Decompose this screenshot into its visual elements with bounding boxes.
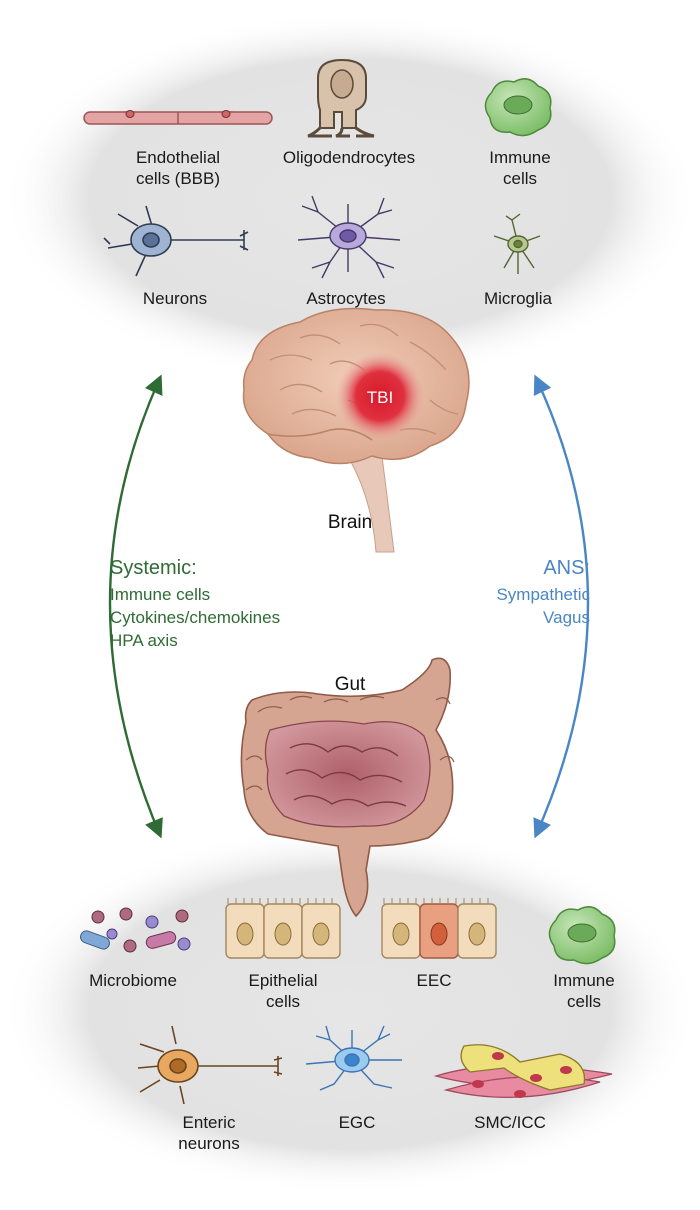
microbiome-label: Microbiome xyxy=(89,971,177,990)
brain-label: Brain xyxy=(328,512,372,533)
immune-cell-icon xyxy=(548,906,616,965)
oligodendrocyte-icon xyxy=(307,58,375,138)
endothelial-cell-icon xyxy=(83,110,273,125)
microglia-label: Microglia xyxy=(484,289,553,308)
smc-icc-label: SMC/ICC xyxy=(474,1113,546,1132)
systemic-item: Immune cells xyxy=(110,585,210,604)
immune-cell-icon xyxy=(484,78,552,137)
smc-icc-icon xyxy=(433,1044,613,1098)
microbiome-icon xyxy=(80,907,191,953)
oligodendrocytes-label: Oligodendrocytes xyxy=(283,148,415,167)
microglia-icon xyxy=(493,213,541,274)
tbi-label: TBI xyxy=(367,388,393,407)
eec-icon xyxy=(381,898,497,959)
ans-item: Vagus xyxy=(543,608,590,627)
eec-label: EEC xyxy=(417,971,452,990)
neurons-label: Neurons xyxy=(143,289,207,308)
epithelial-cells-icon xyxy=(225,898,341,959)
neuron-icon xyxy=(103,205,249,277)
enteric-neuron-icon xyxy=(137,1025,283,1105)
ans-heading: ANS: xyxy=(543,557,590,579)
astrocyte-icon xyxy=(297,195,401,279)
systemic-item: HPA axis xyxy=(110,631,178,650)
systemic-item: Cytokines/chemokines xyxy=(110,608,280,627)
gut-illustration xyxy=(240,657,455,918)
egc-icon xyxy=(305,1025,402,1091)
ans-item: Sympathetic xyxy=(496,585,590,604)
ans-arrow xyxy=(533,374,590,839)
brain-illustration xyxy=(242,307,470,553)
systemic-arrow xyxy=(108,374,163,839)
gut-label: Gut xyxy=(335,674,366,695)
egc-label: EGC xyxy=(339,1113,376,1132)
systemic-heading: Systemic: xyxy=(110,557,197,579)
astrocytes-label: Astrocytes xyxy=(306,289,385,308)
